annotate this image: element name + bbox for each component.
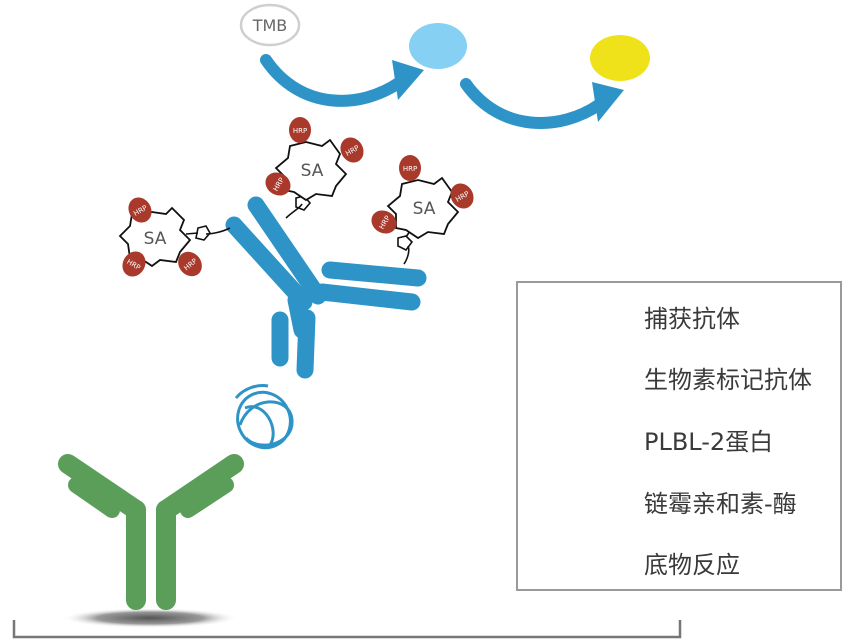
plate-surface (12, 620, 682, 639)
oxidized-tmb-blue (409, 23, 467, 69)
sa-hrp-complex-top: SA HRP HRP HRP (265, 117, 364, 202)
sa-label: SA (413, 199, 436, 219)
sa-label: SA (144, 229, 167, 249)
svg-text:HRP: HRP (403, 165, 417, 173)
hrp-enzyme: HRP (265, 172, 291, 196)
product-yellow (590, 35, 650, 81)
tmb-substrate (239, 3, 301, 47)
svg-text:HRP: HRP (293, 127, 307, 135)
legend: 捕获抗体 生物素标记抗体 PLBL-2蛋白 链霉亲和素-酶 底物反应 (516, 281, 842, 591)
hrp-enzyme: HRP (450, 183, 474, 209)
legend-label-plbl2: PLBL-2蛋白 (644, 428, 774, 456)
reaction-arrow-1 (260, 54, 406, 107)
hrp-enzyme: HRP (128, 197, 152, 223)
hrp-enzyme: HRP (371, 210, 397, 234)
substrate-reaction: TMB (239, 3, 650, 129)
hrp-enzyme: HRP (399, 155, 421, 181)
capture-antibody (58, 454, 244, 610)
hrp-enzyme: HRP (289, 117, 311, 143)
legend-label-biotin-antibody: 生物素标记抗体 (644, 366, 812, 394)
legend-label-capture-antibody: 捕获抗体 (644, 305, 740, 333)
plbl2-protein (234, 384, 294, 450)
hrp-enzyme: HRP (122, 251, 146, 277)
sa-hrp-complex-right: SA HRP HRP HRP (371, 155, 474, 240)
biotin-antibody (225, 196, 427, 379)
sa-label: SA (301, 161, 324, 181)
legend-label-substrate: 底物反应 (644, 551, 740, 579)
legend-label-sa-hrp: 链霉亲和素-酶 (644, 490, 797, 518)
hrp-enzyme: HRP (178, 251, 202, 277)
hrp-enzyme: HRP (340, 137, 364, 163)
tmb-label: TMB (252, 16, 288, 35)
reaction-arrow-2 (460, 78, 606, 129)
sa-hrp-complex-left: SA HRP HRP HRP (118, 197, 202, 277)
antibody-shadow (62, 608, 238, 628)
